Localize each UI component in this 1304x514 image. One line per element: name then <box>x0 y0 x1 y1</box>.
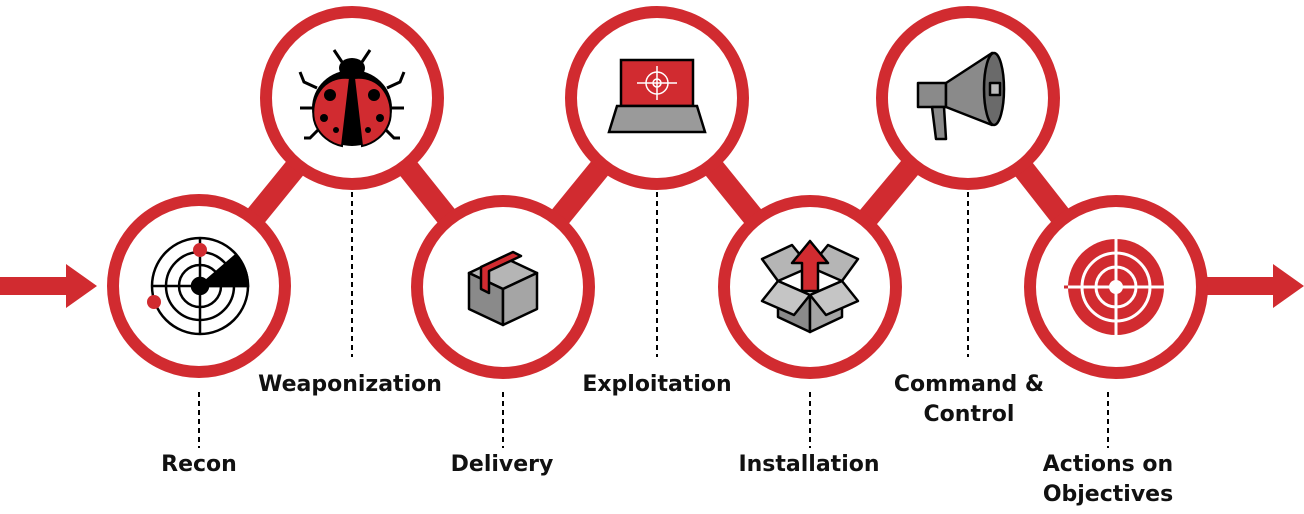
laptop-target-icon <box>607 58 707 134</box>
dashed-leaders <box>198 192 1109 448</box>
entry-arrow <box>0 264 97 308</box>
label-recon: Recon <box>161 452 237 477</box>
label-exploitation: Exploitation <box>582 372 732 397</box>
label-delivery: Delivery <box>450 452 554 477</box>
bug-icon <box>298 49 406 148</box>
label-weaponization: Weaponization <box>258 372 442 397</box>
radar-icon <box>147 236 250 336</box>
label-actions-on-objectives: Actions on Objectives <box>1042 452 1174 507</box>
megaphone-icon <box>916 51 1006 141</box>
exit-arrow <box>1205 264 1304 308</box>
target-icon <box>1064 235 1168 339</box>
label-installation: Installation <box>738 452 880 477</box>
package-icon <box>467 250 539 327</box>
open-box-upload-icon <box>760 239 860 334</box>
label-command-control: Command & Control <box>893 372 1045 427</box>
